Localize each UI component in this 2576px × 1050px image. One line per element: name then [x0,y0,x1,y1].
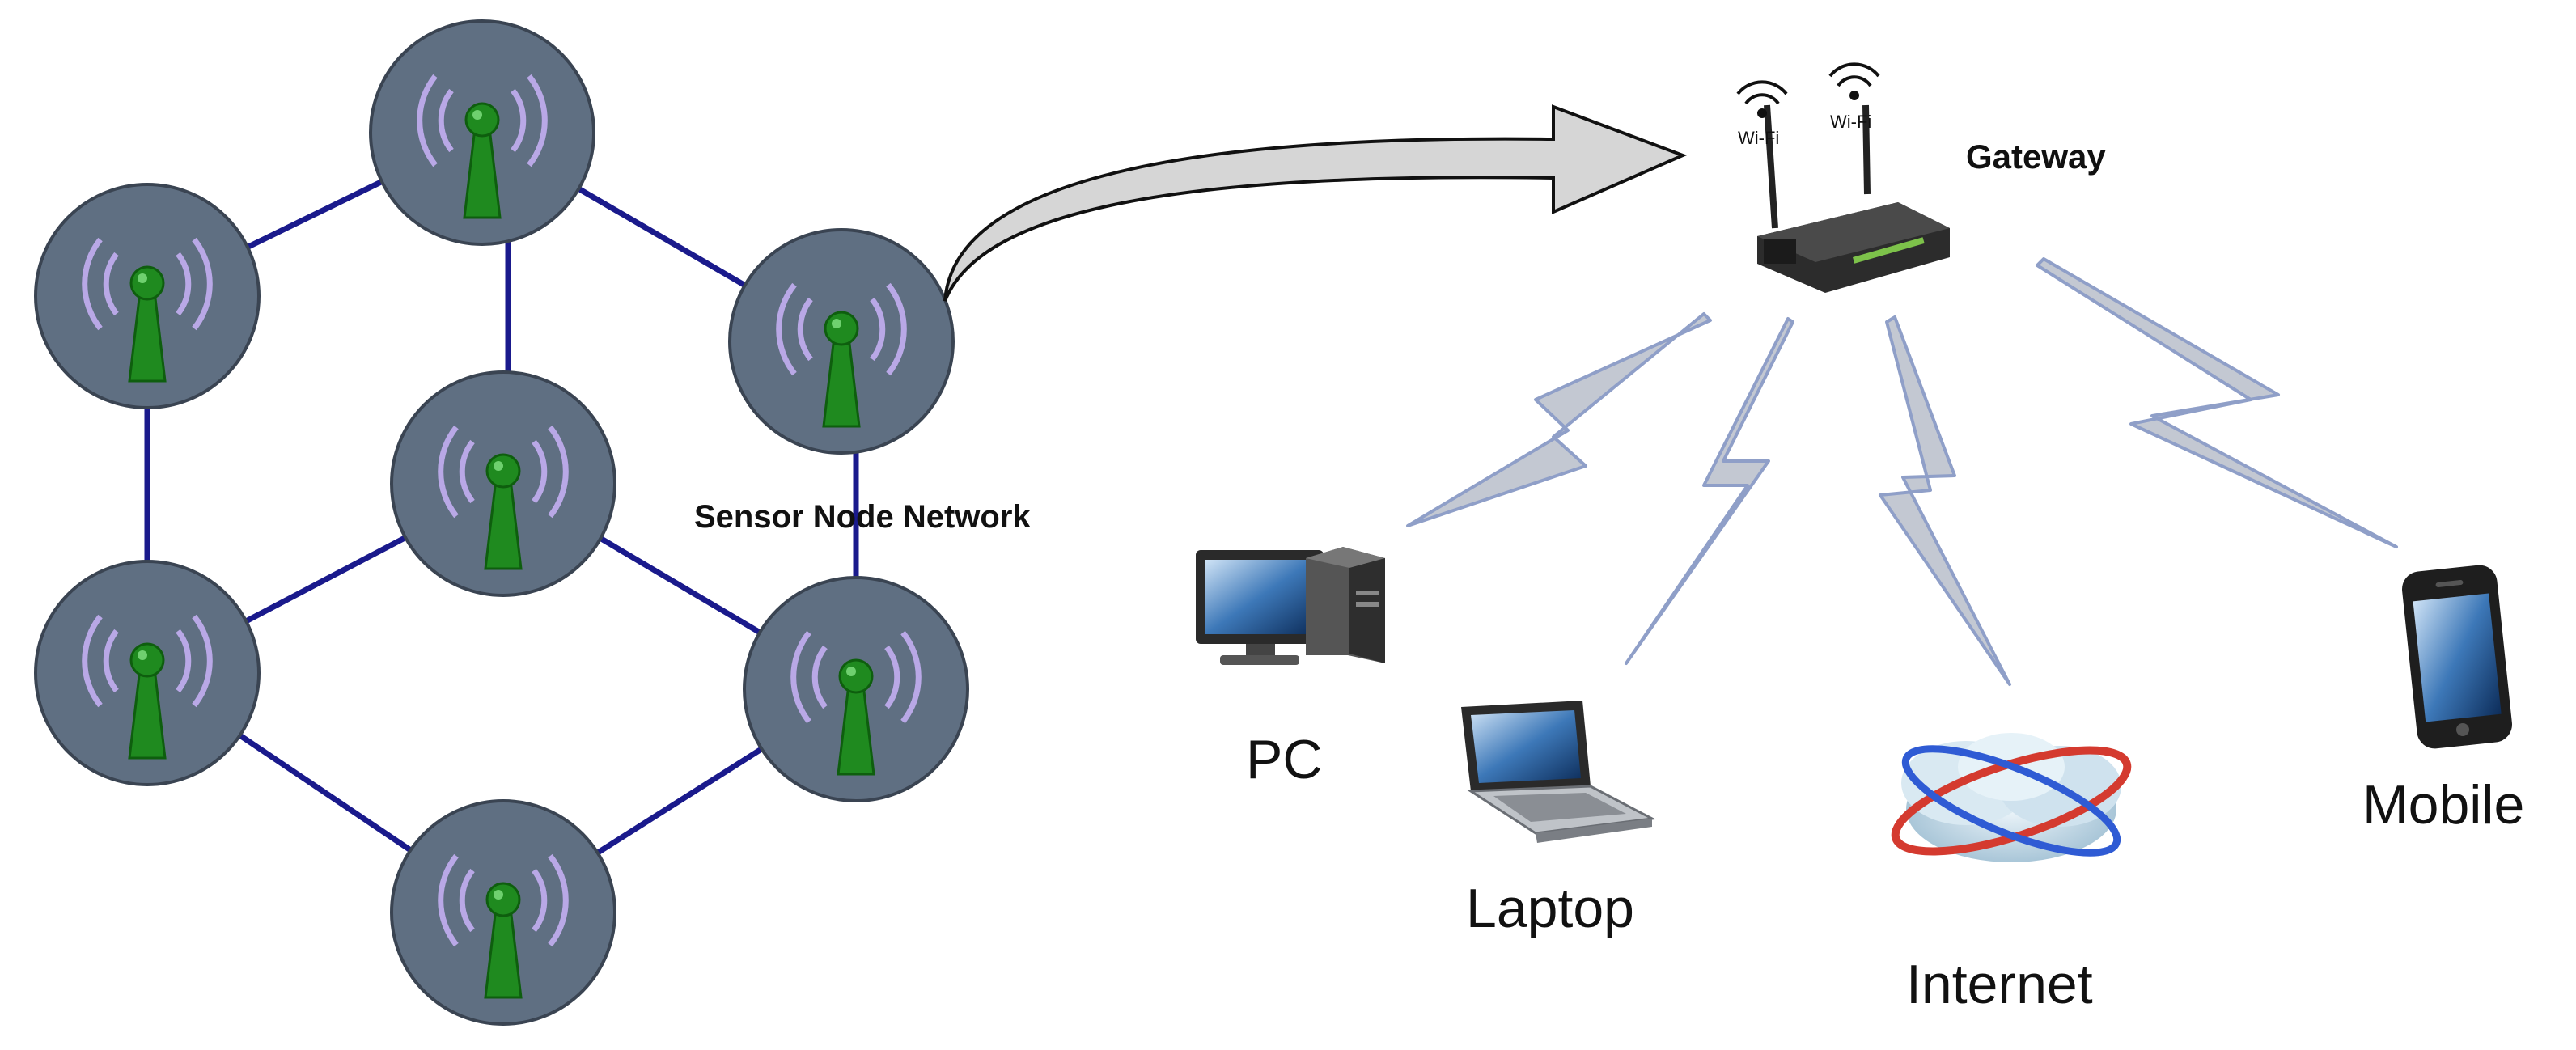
wifi-icon-right [1828,62,1880,100]
wireless-links [1406,257,2398,686]
sensor-node-6 [390,799,616,1026]
sensor-node-1 [34,183,261,409]
wireless-link-internet [1879,315,2011,686]
wireless-link-laptop [1625,317,1794,665]
sensor-node-4 [390,370,616,597]
mobile-phone-icon [2402,565,2512,749]
router-icon [1757,104,1950,293]
sensor-node-2 [369,19,595,246]
wireless-link-mobile [2036,257,2398,548]
sensor-node-5 [34,560,261,786]
internet-label: Internet [1906,954,2093,1015]
pc-icon [1196,547,1385,665]
wifi-label-left: Wi-Fi [1738,128,1779,148]
uplink-arrow [943,104,1688,302]
wifi-label-right: Wi-Fi [1830,112,1871,132]
gateway-label: Gateway [1966,138,2106,176]
mobile-label: Mobile [2362,774,2524,836]
sensor-network-label: Sensor Node Network [694,499,1031,535]
internet-cloud-icon [1891,733,2132,862]
sensor-node-3 [728,228,955,455]
pc-label: PC [1246,729,1322,790]
laptop-icon [1461,701,1656,843]
laptop-label: Laptop [1466,878,1634,939]
wireless-link-pc [1406,312,1712,527]
wifi-icon-left [1736,80,1788,118]
sensor-node-7 [743,576,969,802]
